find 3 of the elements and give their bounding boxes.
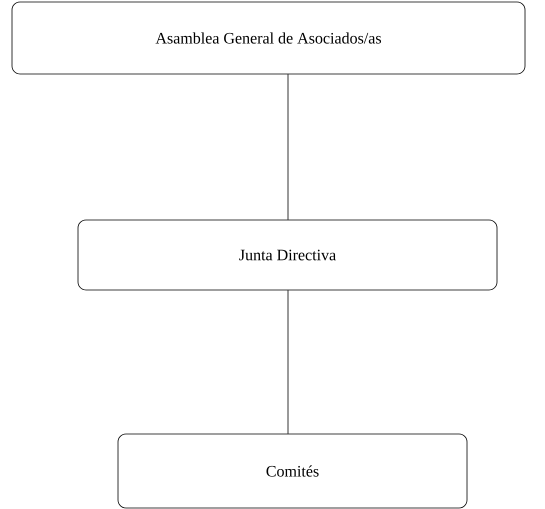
- org-box: Junta Directiva: [78, 220, 498, 290]
- org-box: Asamblea General de Asociados/as: [12, 2, 526, 74]
- org-box: Comités: [118, 434, 468, 508]
